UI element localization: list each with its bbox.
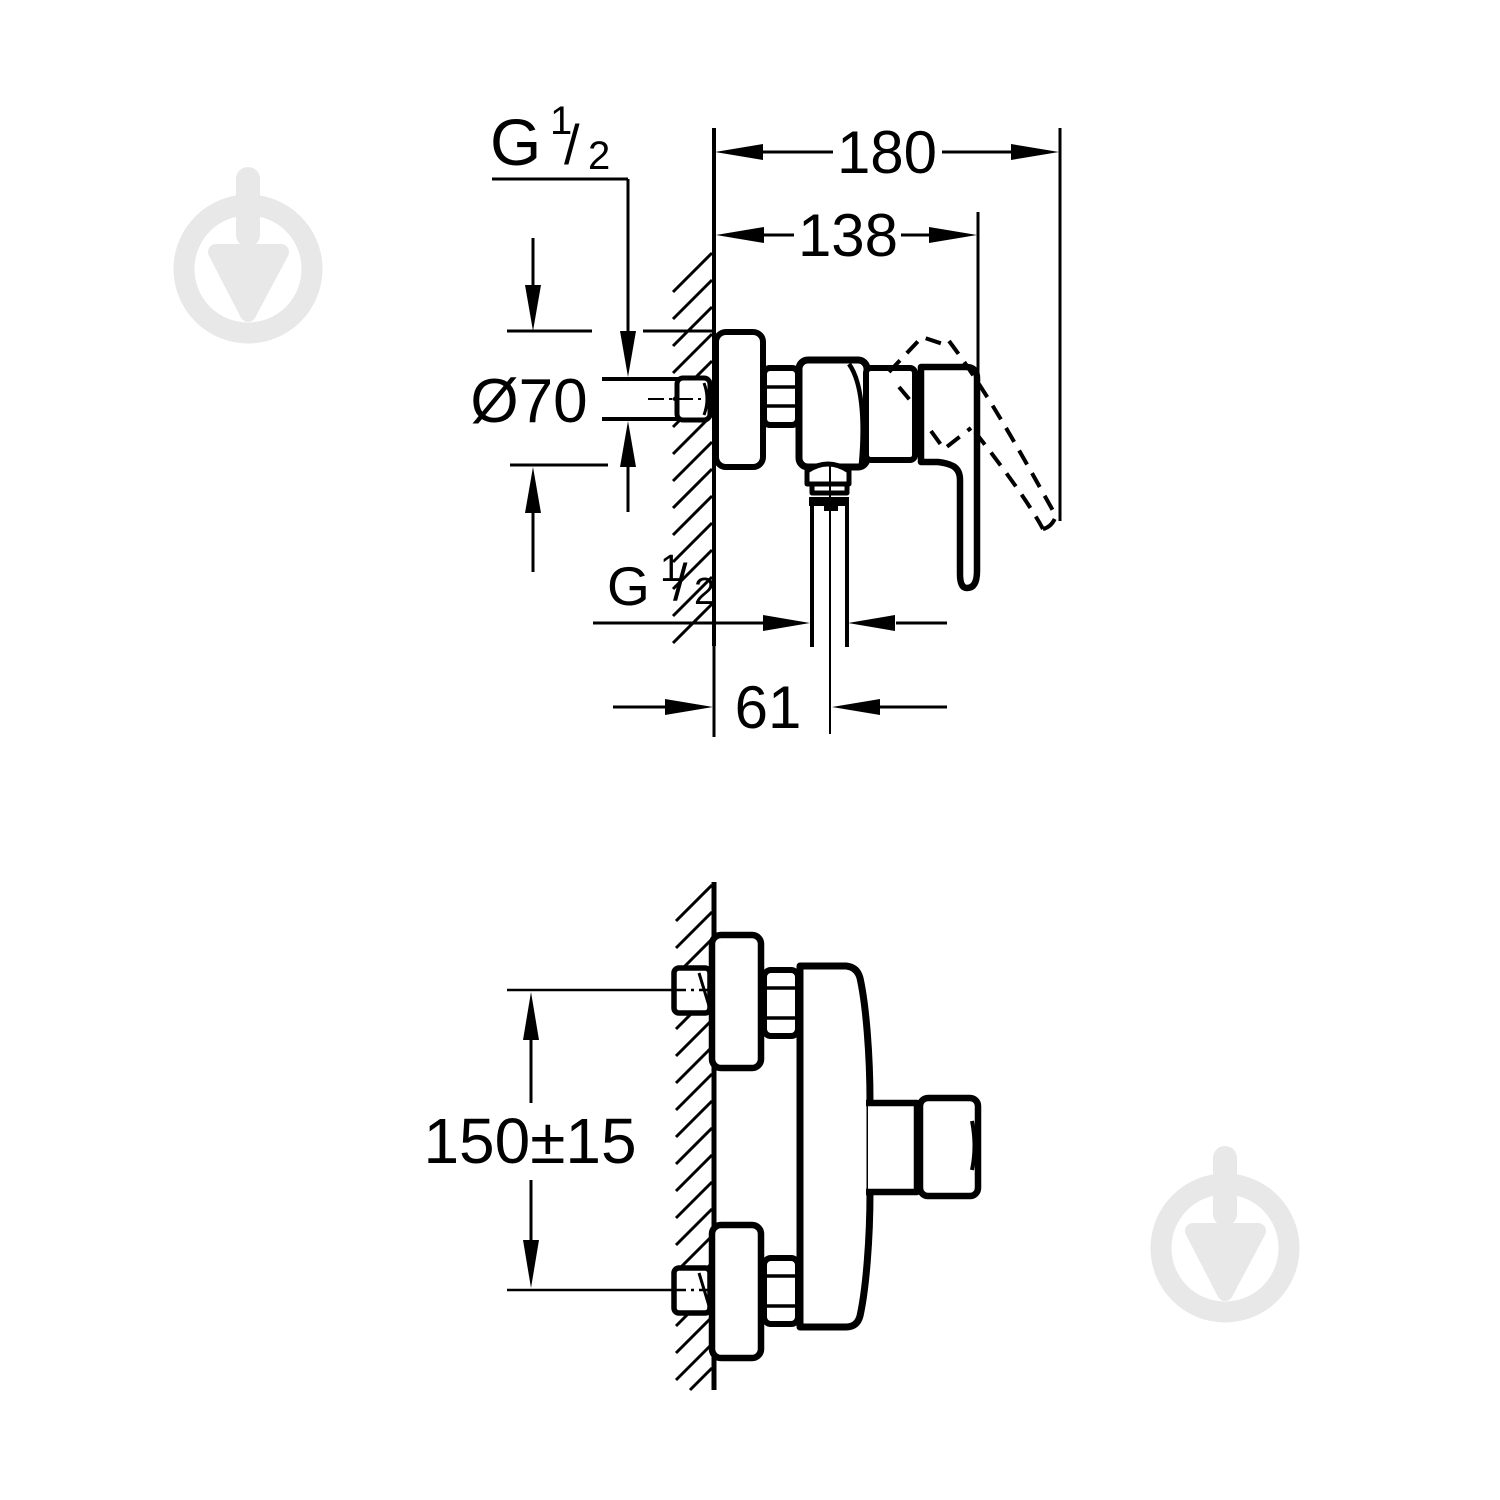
trowel-handle [1213,1146,1237,1226]
lever-handle [917,363,981,592]
dim-text-150: 150±15 [423,1105,636,1177]
escutcheon-flange [713,329,766,470]
arrowhead-icon [848,615,895,631]
arrowhead-icon [832,699,880,715]
arrowhead-icon [523,992,539,1040]
spout-neck-fill [868,1103,917,1192]
shower-outlet [804,461,852,734]
thread-label-top-G: G [490,105,541,179]
hex-nut [761,365,801,428]
dimension-180 [715,144,1059,160]
dim-text-180: 180 [837,119,937,186]
knob-contour-arc [970,1120,977,1171]
mixer-body [796,962,874,1331]
escutcheon-flange [708,1221,765,1362]
outlet-knob [916,1094,982,1200]
thread-callout-bottom [593,615,947,631]
arrowhead-icon [929,227,977,243]
thread-label-bottom-den: 2 [694,571,715,613]
trowel-watermark-icon [1185,1223,1266,1301]
arrowhead-icon [525,285,541,331]
arrowhead-icon [523,1240,539,1288]
arrowhead-icon [525,467,541,513]
thread-label-top-den: 2 [588,134,610,178]
front-view [507,882,982,1392]
dimension-138 [716,227,977,243]
arrowhead-icon [715,144,763,160]
arrowhead-icon [1011,144,1059,160]
dimension-dia70 [507,238,712,572]
dim-text-61: 61 [735,674,802,741]
thread-label-top-num: 1 [550,99,572,143]
thread-label-top-slash: / [564,113,580,176]
dimension-61 [613,699,947,715]
watermark-bottom-right [1150,1146,1300,1323]
wall-hatching [671,251,714,645]
arrowhead-icon [763,615,810,631]
port-centerlines [507,988,717,1292]
body-contour-arc [847,362,865,465]
arrowhead-icon [716,227,764,243]
trowel-watermark-icon [208,244,289,322]
cartridge-housing [863,365,918,463]
hex-nut [761,1255,801,1327]
thread-callout-top [492,177,636,512]
arrowhead-icon [620,421,636,467]
thread-label-bottom-G: G [607,555,650,617]
thread-label-bottom-slash: / [673,554,688,612]
trowel-handle [236,167,260,247]
upper-port [671,931,801,1072]
dim-text-138: 138 [798,202,898,269]
side-view [492,128,1062,737]
arrowhead-icon [665,699,713,715]
watermark-top-left [173,167,323,344]
thread-label-bottom-num: 1 [660,548,681,590]
arrowhead-icon [620,331,636,377]
dim-text-dia70: Ø70 [470,367,587,436]
dimension-150 [523,992,539,1288]
escutcheon-flange [708,931,765,1072]
lever-handle-raised-dashed [887,335,1058,531]
hex-nut [761,967,801,1039]
